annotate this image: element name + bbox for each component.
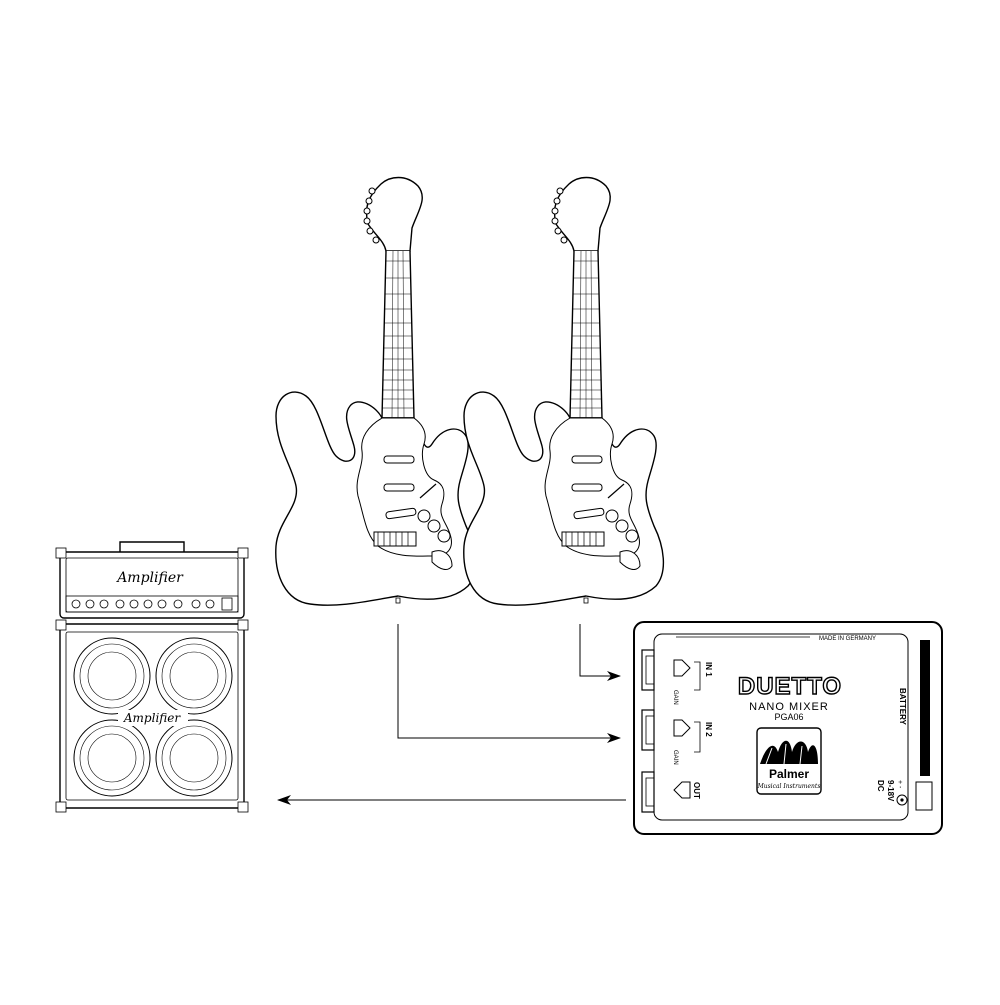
speaker-top-left (73, 637, 151, 715)
jack-in1 (641, 649, 655, 691)
made-in-label: MADE IN GERMANY (819, 636, 876, 642)
palmer-subbrand: Musical Instruments (757, 783, 821, 790)
palmer-brand: Palmer (769, 767, 809, 781)
in1-label: IN 1 (704, 662, 713, 677)
gain1-label: GAIN (672, 690, 678, 705)
power-label-dc: DC (876, 780, 885, 792)
speaker-cabinet: Amplifier (55, 619, 249, 813)
mixer-subtitle: NANO MIXER (749, 701, 829, 713)
mixer-model: PGA06 (774, 712, 803, 722)
in2-label: IN 2 (704, 722, 713, 737)
cable-guitar-1-to-in2 (397, 624, 621, 743)
out-label: OUT (692, 782, 701, 799)
mixer-side-rail (920, 640, 930, 776)
amp-head-knobs (71, 597, 233, 611)
power-label-volts: 9-18V (886, 780, 895, 802)
duetto-mixer: MADE IN GERMANY IN 1 IN 2 OUT GAIN GAIN … (633, 621, 943, 835)
battery-label: BATTERY (898, 688, 907, 726)
jack-out (641, 771, 655, 813)
polarity-label: + - (896, 780, 903, 789)
jack-in2 (641, 709, 655, 751)
amplifier-stack: Amplifier Amplifier (55, 541, 249, 813)
amplifier-head: Amplifier (55, 541, 249, 619)
in1-arrow-icon (673, 659, 691, 677)
guitar-2 (463, 176, 665, 606)
amp-head-logo: Amplifier (115, 570, 184, 586)
gain2-label: GAIN (672, 750, 678, 765)
speaker-bottom-left (73, 719, 151, 797)
cable-guitar-2-to-in1 (579, 624, 621, 681)
mixer-name: DUETTO (738, 673, 842, 700)
guitar-1 (275, 176, 477, 606)
amp-cab-logo: Amplifier (123, 711, 182, 725)
palm-trees-icon (760, 740, 818, 764)
palmer-logo: Palmer Musical Instruments (756, 727, 822, 795)
out-arrow-icon (673, 781, 691, 799)
in2-arrow-icon (673, 719, 691, 737)
speaker-bottom-right (155, 719, 233, 797)
speaker-top-right (155, 637, 233, 715)
power-jack (915, 781, 933, 811)
